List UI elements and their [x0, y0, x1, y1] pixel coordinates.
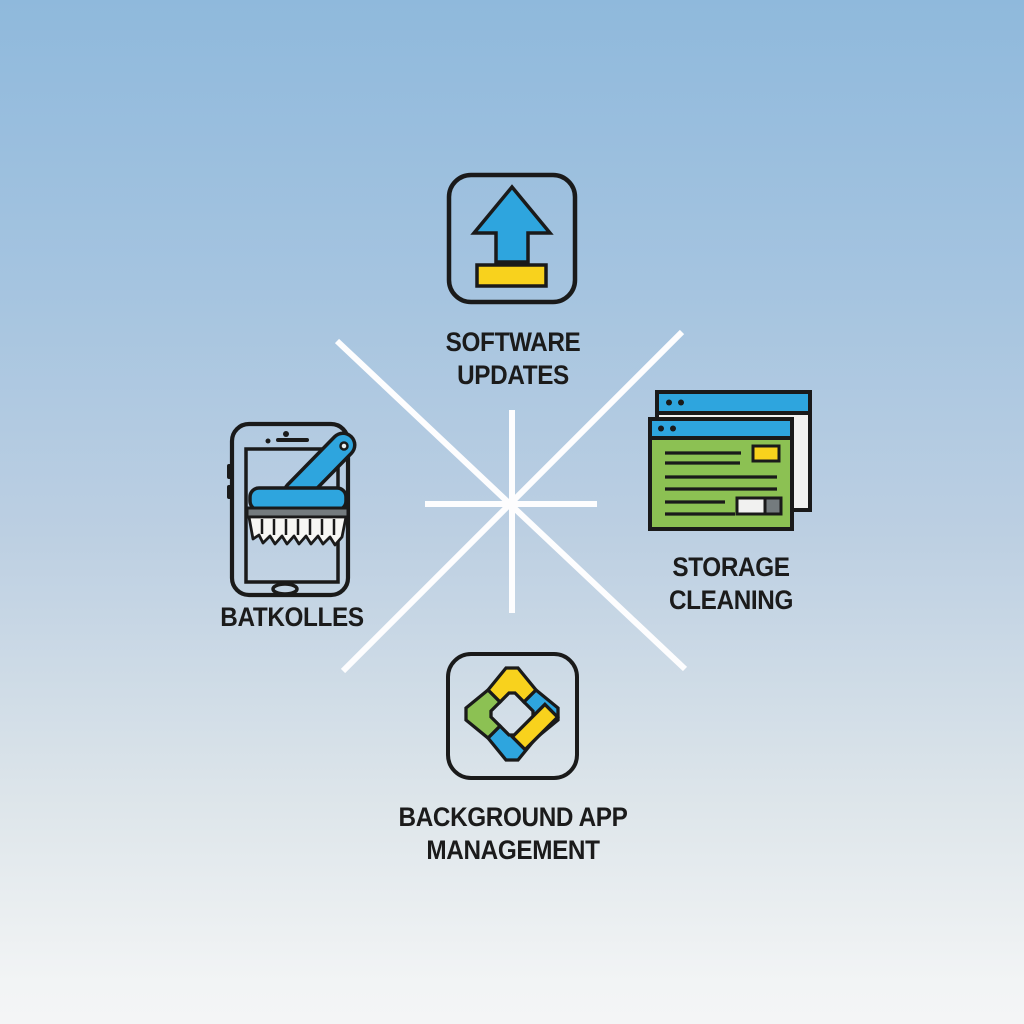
browser-windows-icon	[648, 390, 812, 531]
content-lines	[665, 451, 777, 516]
phone-brush-icon	[227, 421, 357, 598]
phone-home-button	[271, 582, 299, 596]
upload-arrow-icon	[446, 172, 578, 305]
progress-bar-fill	[763, 496, 783, 516]
front-window-titlebar	[648, 417, 794, 440]
interlocked-links-icon	[446, 652, 579, 780]
label-line: BACKGROUND APP	[398, 802, 628, 832]
back-window-dot	[678, 399, 684, 406]
front-window-dot	[670, 425, 676, 432]
upload-arrow-shape	[470, 184, 554, 264]
label-line: BATKOLLES	[220, 602, 364, 632]
label-batkolles: BATKOLLES	[220, 601, 364, 634]
brush-handle	[286, 435, 353, 503]
back-window-dot	[666, 399, 672, 406]
link-left	[464, 687, 503, 741]
label-software-updates: SOFTWARE UPDATES	[446, 326, 581, 392]
label-line: CLEANING	[668, 585, 794, 615]
label-line: STORAGE	[672, 552, 790, 582]
highlight-block	[751, 444, 781, 463]
phone-side-button	[227, 464, 232, 479]
label-line: SOFTWARE	[445, 327, 581, 357]
icon-frame	[446, 652, 579, 780]
front-window-dot	[658, 425, 664, 432]
label-background-app-management: BACKGROUND APP MANAGEMENT	[399, 801, 628, 867]
phone-sensor-dot	[265, 438, 271, 444]
link-crossover	[510, 702, 560, 752]
back-window-titlebar	[655, 390, 812, 415]
label-line: UPDATES	[457, 360, 569, 390]
brush-handle-hole	[339, 441, 349, 451]
label-line: MANAGEMENT	[426, 835, 600, 865]
upload-base-bar	[475, 263, 548, 288]
bristle-lines	[260, 519, 336, 535]
phone-camera-dot	[283, 431, 289, 437]
icon-frame	[446, 172, 578, 305]
label-storage-cleaning: STORAGE CLEANING	[669, 551, 793, 617]
phone-side-button	[227, 485, 232, 499]
